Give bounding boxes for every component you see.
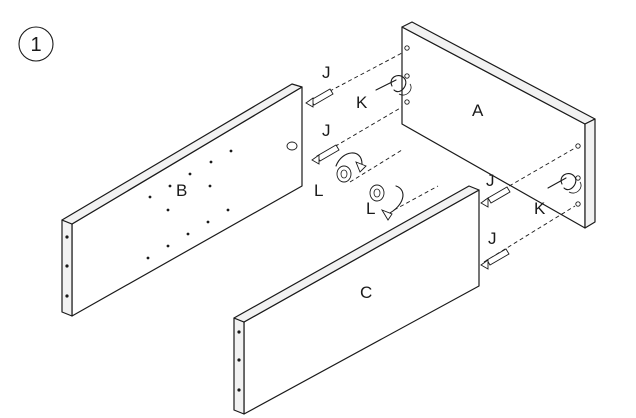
panel-c-edge-hole — [237, 330, 241, 334]
arrow — [311, 154, 320, 165]
cam-screw — [375, 75, 412, 96]
panel-a-hole — [575, 201, 581, 207]
label-dowel-j: J — [322, 121, 331, 140]
cam-lock — [369, 184, 404, 221]
dowel — [316, 144, 340, 162]
panel-a-side-edge — [584, 118, 596, 229]
panel-c-edge-hole — [237, 358, 241, 362]
step-badge: 1 — [18, 26, 54, 62]
panel-c-edge-hole — [237, 388, 241, 392]
panel-a: A — [401, 21, 596, 229]
label-screw-k: K — [356, 93, 368, 112]
step-number: 1 — [30, 34, 41, 56]
arrow — [305, 97, 314, 108]
step-circle — [18, 26, 54, 62]
cam-screw — [547, 173, 582, 194]
cam-locks-l: L L — [314, 152, 404, 221]
label-dowel-j: J — [488, 229, 497, 248]
panel-a-hole — [575, 143, 581, 149]
panel-c: C — [233, 185, 480, 415]
cam-screws-k: K K — [356, 75, 582, 218]
panel-b-cam-hole — [286, 141, 298, 151]
panel-b-shelf-holes — [146, 149, 233, 260]
label-panel-a: A — [472, 101, 484, 120]
insertion-arrows — [305, 97, 489, 270]
dowel — [310, 88, 334, 106]
label-dowel-j: J — [486, 171, 495, 190]
panel-a-hole — [575, 175, 581, 181]
panel-b-front-edge — [61, 219, 73, 317]
arrow — [480, 197, 489, 208]
panel-a-hole — [404, 73, 410, 79]
arrow — [480, 259, 489, 270]
panel-b-edge-hole — [65, 235, 69, 239]
label-panel-c: C — [360, 283, 372, 302]
cam-lock — [335, 152, 367, 183]
label-cam-l: L — [366, 199, 375, 218]
panel-b-edge-hole — [65, 294, 69, 298]
label-dowel-j: J — [322, 63, 331, 82]
dowels-j: J J J J — [310, 63, 511, 266]
panel-b: B — [61, 83, 303, 317]
label-cam-l: L — [314, 181, 323, 200]
panel-c-top-edge — [233, 185, 480, 323]
label-panel-b: B — [176, 181, 187, 200]
panel-a-hole — [404, 99, 410, 105]
dowel — [486, 248, 510, 266]
panel-b-edge-hole — [65, 264, 69, 268]
panel-b-top-edge — [61, 83, 303, 225]
label-screw-k: K — [534, 199, 546, 218]
panel-a-hole — [404, 45, 410, 51]
dowel — [487, 186, 511, 204]
